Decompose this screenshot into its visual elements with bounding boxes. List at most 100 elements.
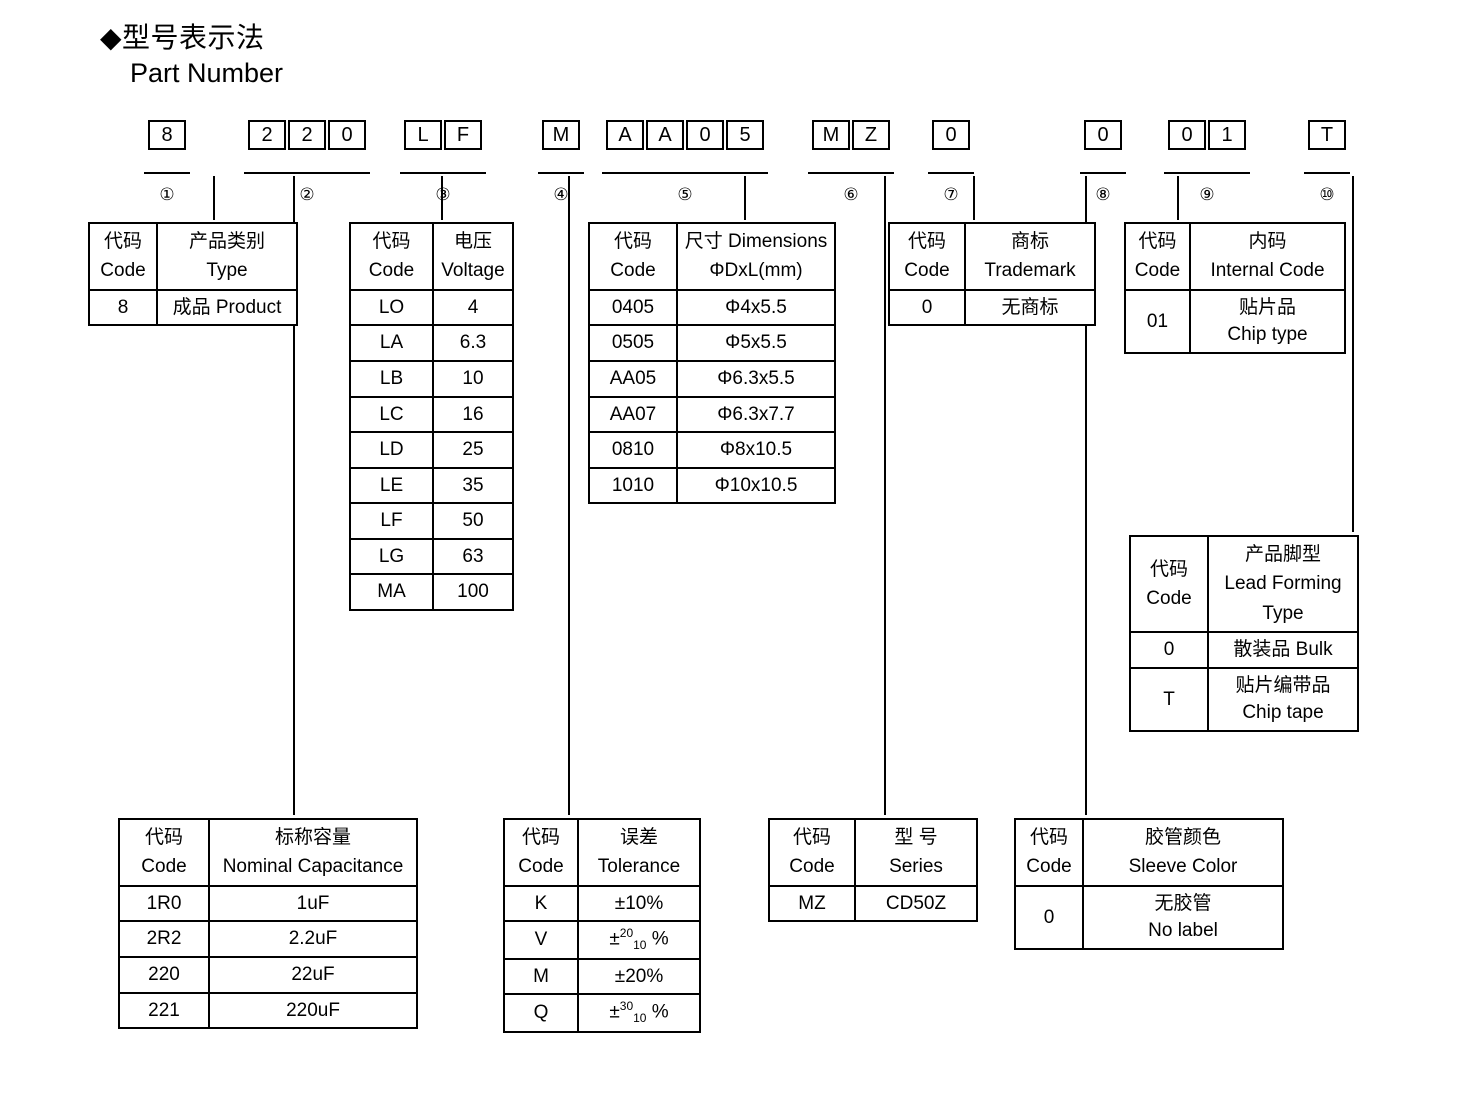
dimensions-code-header-cn: 代码 <box>613 231 652 252</box>
dimensions-code-cell: 0405 <box>588 288 678 327</box>
dimensions-code-header: 代码 Code <box>588 222 678 291</box>
series-code-header-cn: 代码 <box>792 827 831 848</box>
table-row-header: 代码 Code 产品类别 Type <box>88 222 298 291</box>
tolerance-code-header-cn: 代码 <box>521 827 560 848</box>
table-row: Q ±3010 % <box>503 993 701 1033</box>
part-number-char-5-1: A <box>606 120 644 150</box>
voltage-code-cell: LE <box>349 466 434 505</box>
sleeve-color-name-header: 胶管颜色 Sleeve Color <box>1082 818 1284 887</box>
series-name-header-cn: 型 号 <box>894 827 938 848</box>
connector-line-4 <box>568 176 570 815</box>
sleeve-color-name-header-en: Sleeve Color <box>1128 856 1238 878</box>
table-row-header: 代码 Code 标称容量 Nominal Capacitance <box>118 818 418 887</box>
table-type: 代码 Code 产品类别 Type 8 成品 Product <box>88 222 298 327</box>
capacitance-name-header: 标称容量 Nominal Capacitance <box>208 818 418 887</box>
group-index-4: ④ <box>553 185 569 204</box>
tolerance-sub: 10 <box>633 938 647 953</box>
group-rule-7 <box>928 172 974 174</box>
internal-code-code-header-cn: 代码 <box>1138 231 1177 252</box>
voltage-value-cell: 16 <box>432 395 514 434</box>
lead-forming-value-cell: 贴片编带品 Chip tape <box>1207 666 1359 732</box>
table-row: T 贴片编带品 Chip tape <box>1129 666 1359 732</box>
group-index-2: ② <box>299 185 315 204</box>
part-number-char-8-1: 0 <box>1084 120 1122 150</box>
dimensions-code-cell: 0810 <box>588 431 678 469</box>
voltage-value-cell: 6.3 <box>432 324 514 362</box>
internal-code-name-header-en: Internal Code <box>1210 260 1325 282</box>
internal-code-code-cell: 01 <box>1124 288 1191 354</box>
series-code-header: 代码 Code <box>768 818 856 887</box>
part-number-char-5-2: A <box>646 120 684 150</box>
group-rule-1 <box>144 172 190 174</box>
dimensions-code-cell: AA05 <box>588 359 678 398</box>
table-row-header: 代码 Code 产品脚型 Lead Forming Type <box>1129 534 1359 634</box>
sleeve-color-code-header-cn: 代码 <box>1029 827 1068 848</box>
type-code-header: 代码 Code <box>88 222 158 291</box>
connector-line-10 <box>1352 176 1354 532</box>
group-rule-9 <box>1164 172 1250 174</box>
tolerance-code-cell: K <box>503 884 579 923</box>
tolerance-code-cell: Q <box>503 993 579 1033</box>
part-number-char-6-2: Z <box>852 120 890 150</box>
voltage-value-cell: 100 <box>432 573 514 611</box>
lead-forming-code-header: 代码 Code <box>1129 534 1209 634</box>
tolerance-value-cell: ±3010 % <box>577 993 701 1033</box>
trademark-value-cell: 无商标 <box>964 288 1096 327</box>
tolerance-code-cell: V <box>503 920 579 960</box>
tolerance-name-header: 误差 Tolerance <box>577 818 701 887</box>
table-row: M ±20% <box>503 957 701 996</box>
table-row: MZ CD50Z <box>768 884 978 923</box>
connector-line-8 <box>1085 176 1087 815</box>
connector-line-1 <box>213 176 215 220</box>
tolerance-code-header-en: Code <box>518 856 564 878</box>
connector-line-3 <box>441 176 443 220</box>
sleeve-color-value-cn: 无胶管 <box>1154 892 1212 914</box>
table-sleeve-color: 代码 Code 胶管颜色 Sleeve Color 0 无胶管 No label <box>1014 818 1284 950</box>
series-code-cell: MZ <box>768 884 856 923</box>
group-rule-4 <box>538 172 584 174</box>
voltage-code-cell: MA <box>349 573 434 611</box>
voltage-value-cell: 35 <box>432 466 514 505</box>
sleeve-color-code-header: 代码 Code <box>1014 818 1084 887</box>
lead-forming-value-cell: 散装品 Bulk <box>1207 631 1359 669</box>
table-row-header: 代码 Code 电压 Voltage <box>349 222 514 291</box>
type-name-header: 产品类别 Type <box>156 222 298 291</box>
type-code-header-cn: 代码 <box>103 231 142 252</box>
dimensions-value-cell: Φ5x5.5 <box>676 324 836 362</box>
group-rule-5 <box>602 172 768 174</box>
lead-forming-name-header-en1: Lead Forming <box>1224 573 1342 595</box>
table-series: 代码 Code 型 号 Series MZ CD50Z <box>768 818 978 923</box>
dimensions-code-cell: 1010 <box>588 466 678 505</box>
capacitance-code-header-en: Code <box>141 856 187 878</box>
voltage-code-cell: LF <box>349 502 434 540</box>
sleeve-color-value-cell: 无胶管 No label <box>1082 884 1284 950</box>
lead-forming-code-cell: T <box>1129 666 1209 732</box>
series-value-cell: CD50Z <box>854 884 978 923</box>
table-row-header: 代码 Code 尺寸 Dimensions ΦDxL(mm) <box>588 222 836 291</box>
lead-forming-code-cell: 0 <box>1129 631 1209 669</box>
dimensions-value-cell: Φ6.3x5.5 <box>676 359 836 398</box>
table-lead-forming: 代码 Code 产品脚型 Lead Forming Type 0 散装品 Bul… <box>1129 534 1359 732</box>
dimensions-name-header-cn: 尺寸 Dimensions <box>684 231 828 252</box>
dimensions-value-cell: Φ10x10.5 <box>676 466 836 505</box>
internal-code-code-header-en: Code <box>1134 260 1181 282</box>
group-index-8: ⑧ <box>1095 185 1111 204</box>
part-number-char-6-1: M <box>812 120 850 150</box>
table-tolerance: 代码 Code 误差 Tolerance K ±10% V ±2010 % M … <box>503 818 701 1033</box>
trademark-code-header-cn: 代码 <box>907 231 946 252</box>
group-index-1: ① <box>159 185 175 204</box>
dimensions-name-header-en: ΦDxL(mm) <box>709 260 803 282</box>
page-title-cn: ◆型号表示法 <box>100 22 265 53</box>
lead-forming-name-header: 产品脚型 Lead Forming Type <box>1207 534 1359 634</box>
part-number-char-10-1: T <box>1308 120 1346 150</box>
